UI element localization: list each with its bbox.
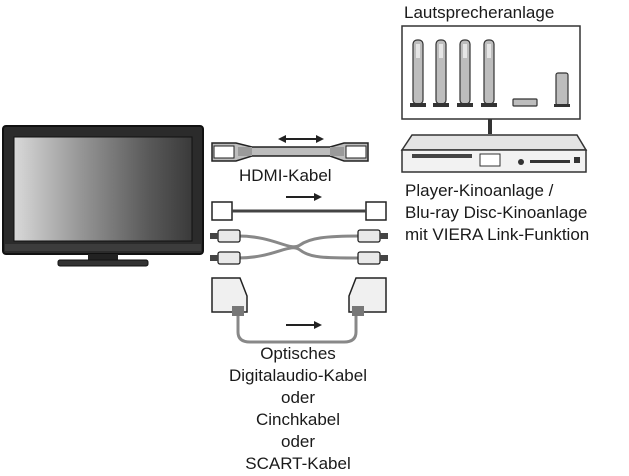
player-description: Player-Kinoanlage / Blu-ray Disc-Kinoanl… [405,180,589,246]
cable-option-line: oder [280,388,316,407]
cable-option-line: oder [280,432,316,451]
cable-option-line: Optisches [260,344,336,363]
blu-ray-player-icon [400,134,588,173]
cable-option-line: Cinchkabel [255,410,341,429]
player-label-line: Player-Kinoanlage / [405,181,554,200]
speaker-system-icon [401,25,581,134]
rca-cable-icon [210,229,388,265]
speaker-system-label: Lautsprecheranlage [404,3,555,22]
optical-cable-icon [211,193,387,221]
cable-option-line: Digitalaudio-Kabel [229,366,367,385]
cable-option-line: SCART-Kabel [245,454,351,473]
tv-icon [2,125,204,267]
hdmi-cable-icon [211,135,369,162]
hdmi-cable-label: HDMI-Kabel [239,166,332,185]
cable-options-label: Optisches Digitalaudio-Kabel oder Cinchk… [195,343,401,475]
player-label-line: Blu-ray Disc-Kinoanlage [405,203,588,222]
player-label-line: mit VIERA Link-Funktion [405,225,590,244]
scart-cable-icon [211,277,387,344]
